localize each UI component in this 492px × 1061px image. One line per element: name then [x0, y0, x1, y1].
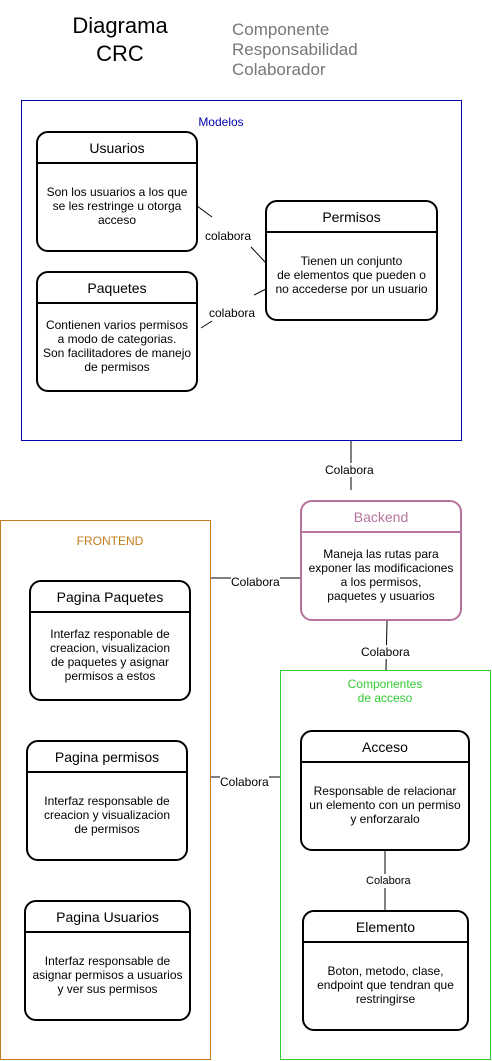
card-permisos-body: Tienen un conjunto de elementos que pued… — [275, 254, 428, 296]
group-componentes-label-line-2: de acceso — [357, 691, 413, 705]
legend-responsibility: Responsabilidad — [232, 40, 358, 59]
group-componentes-acceso — [280, 670, 491, 1060]
card-elemento-body: Boton, metodo, clase, endpoint que tendr… — [317, 964, 454, 1006]
card-permisos: Permisos Tienen un conjunto de elementos… — [265, 200, 438, 321]
card-pagina-permisos-body: Interfaz responsable de creacion y visua… — [43, 794, 171, 836]
card-pagina-permisos-title: Pagina permisos — [28, 742, 186, 773]
connector-backend-componentes-label: Colabora — [361, 645, 410, 659]
connector-paquetes-permisos-label: colabora — [209, 306, 256, 320]
card-pagina-permisos: Pagina permisos Interfaz responsable de … — [26, 740, 188, 861]
card-backend-title: Backend — [302, 502, 460, 533]
card-pagina-usuarios-body: Interfaz responsable de asignar permisos… — [32, 954, 183, 996]
card-paquetes: Paquetes Contienen varios permisos a mod… — [36, 271, 198, 392]
card-permisos-title: Permisos — [267, 202, 436, 233]
card-pagina-usuarios: Pagina Usuarios Interfaz responsable de … — [24, 900, 191, 1021]
group-componentes-label-line-1: Componentes — [347, 677, 423, 691]
diagram-title: Diagrama CRC — [60, 12, 180, 68]
card-usuarios-body: Son los usuarios a los que se les restri… — [46, 185, 188, 227]
group-frontend-label: FRONTEND — [76, 534, 144, 548]
legend: Componente Responsabilidad Colaborador — [232, 20, 358, 80]
connector-acceso-elemento-label: Colabora — [366, 874, 411, 888]
card-acceso: Acceso Responsable de relacionar un elem… — [300, 730, 470, 851]
legend-component: Componente — [232, 20, 330, 39]
card-acceso-title: Acceso — [302, 732, 468, 763]
group-componentes-label: Componentes de acceso — [315, 677, 455, 705]
group-modelos-label: Modelos — [198, 115, 244, 129]
group-frontend — [0, 520, 211, 1060]
card-elemento: Elemento Boton, metodo, clase, endpoint … — [302, 910, 469, 1031]
card-backend: Backend Maneja las rutas para exponer la… — [300, 500, 462, 621]
connector-usuarios-permisos-label: colabora — [205, 229, 252, 243]
title-line-1: Diagrama — [72, 13, 168, 38]
legend-collaborator: Colaborador — [232, 60, 326, 79]
card-pagina-paquetes-body: Interfaz responable de creacion, visuali… — [49, 627, 171, 683]
group-modelos — [21, 100, 462, 441]
title-line-2: CRC — [96, 41, 144, 66]
card-acceso-body: Responsable de relacionar un elemento co… — [309, 784, 461, 826]
card-elemento-title: Elemento — [304, 912, 467, 943]
connector-frontend-componentes-label: Colabora — [220, 775, 269, 789]
connector-modelos-backend-label: Colabora — [325, 463, 374, 477]
card-pagina-paquetes: Pagina Paquetes Interfaz responable de c… — [29, 580, 191, 701]
connector-backend-frontend-label: Colabora — [231, 575, 280, 589]
card-paquetes-title: Paquetes — [38, 273, 196, 304]
card-pagina-paquetes-title: Pagina Paquetes — [31, 582, 189, 613]
card-usuarios: Usuarios Son los usuarios a los que se l… — [36, 131, 198, 252]
card-paquetes-body: Contienen varios permisos a modo de cate… — [42, 318, 192, 374]
card-usuarios-title: Usuarios — [38, 133, 196, 164]
card-backend-body: Maneja las rutas para exponer las modifi… — [308, 547, 454, 603]
card-pagina-usuarios-title: Pagina Usuarios — [26, 902, 189, 933]
